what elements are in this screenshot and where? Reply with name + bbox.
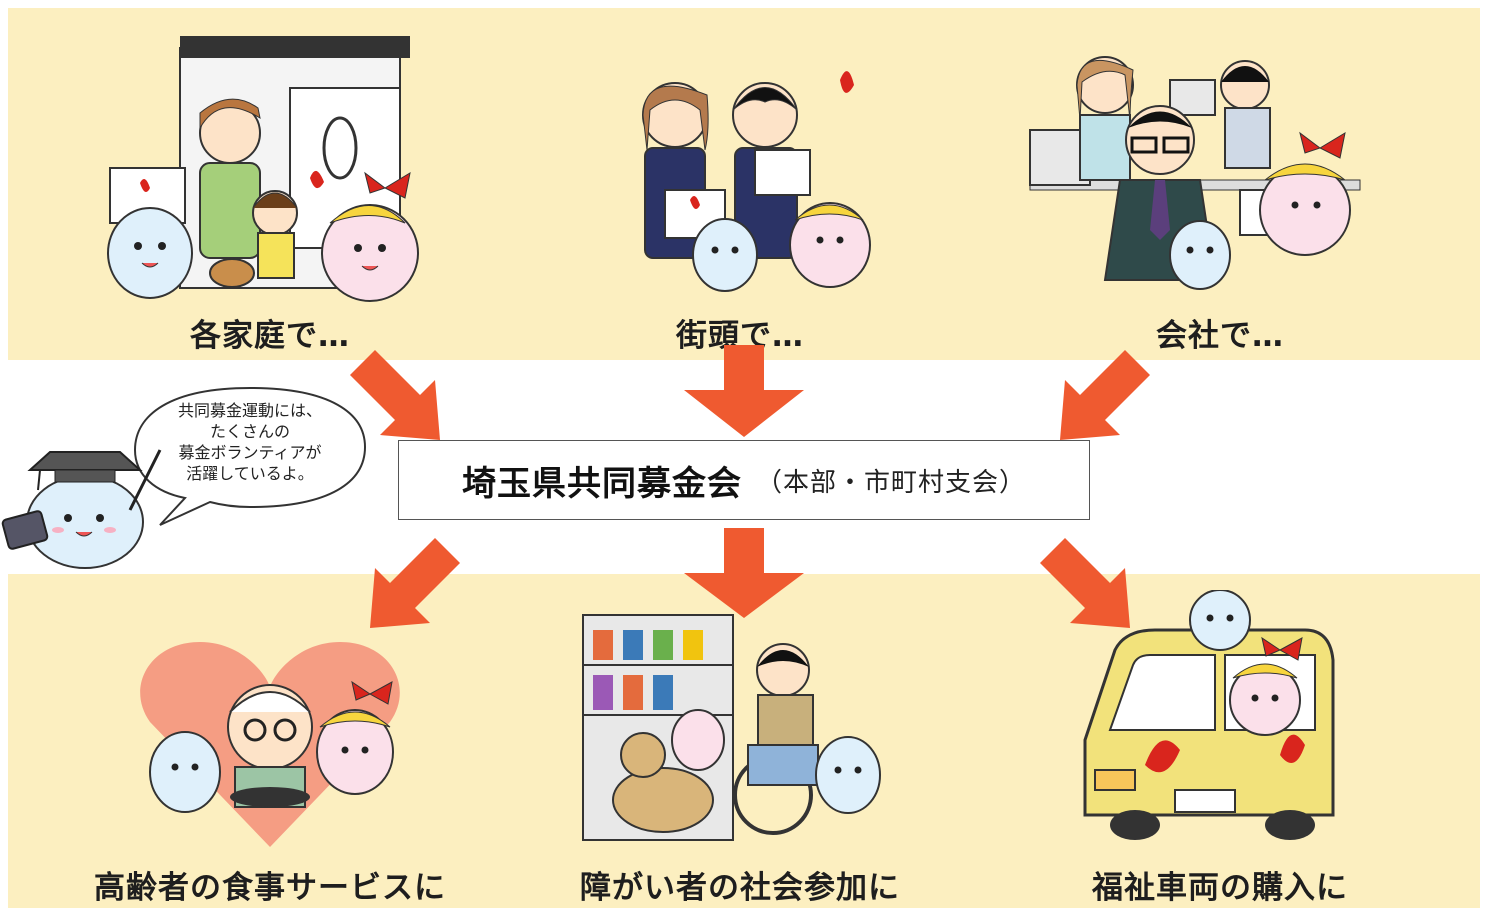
organization-sub: （本部・市町村支会） [755,467,1026,498]
speech-bubble-text: 共同募金運動には、 たくさんの 募金ボランティアが 活躍しているよ。 [150,400,350,484]
street-illustration [642,71,871,292]
arrow-street-to-org [684,345,804,437]
caption-company: 会社で… [1156,318,1284,354]
organization-box: 埼玉県共同募金会 （本部・市町村支会） [398,440,1090,520]
teacher-mascot [1,449,162,569]
disabled-participation-illustration [582,614,881,841]
welfare-vehicle-illustration [1083,590,1335,840]
speech-line: 活躍しているよ。 [186,464,314,483]
caption-vehicle: 福祉車両の購入に [1092,870,1348,906]
organization-name: 埼玉県共同募金会 [461,463,742,504]
arrow-org-to-disabled [684,528,804,618]
caption-disabled: 障がい者の社会参加に [580,870,900,906]
arrow-company-to-org [1060,350,1150,440]
elderly-meal-illustration [140,642,400,847]
caption-elderly: 高齢者の食事サービスに [94,870,446,906]
arrow-org-to-vehicle [1040,538,1130,628]
company-illustration [1029,56,1361,290]
arrow-org-to-elderly [370,538,460,628]
household-illustration [107,36,419,302]
caption-household: 各家庭で… [190,318,350,354]
speech-line: 募金ボランティアが [178,443,322,462]
speech-line: 共同募金運動には、 [177,401,322,420]
speech-line: たくさんの [209,422,290,441]
speech-bubble [133,386,367,526]
arrow-household-to-org [350,350,440,440]
